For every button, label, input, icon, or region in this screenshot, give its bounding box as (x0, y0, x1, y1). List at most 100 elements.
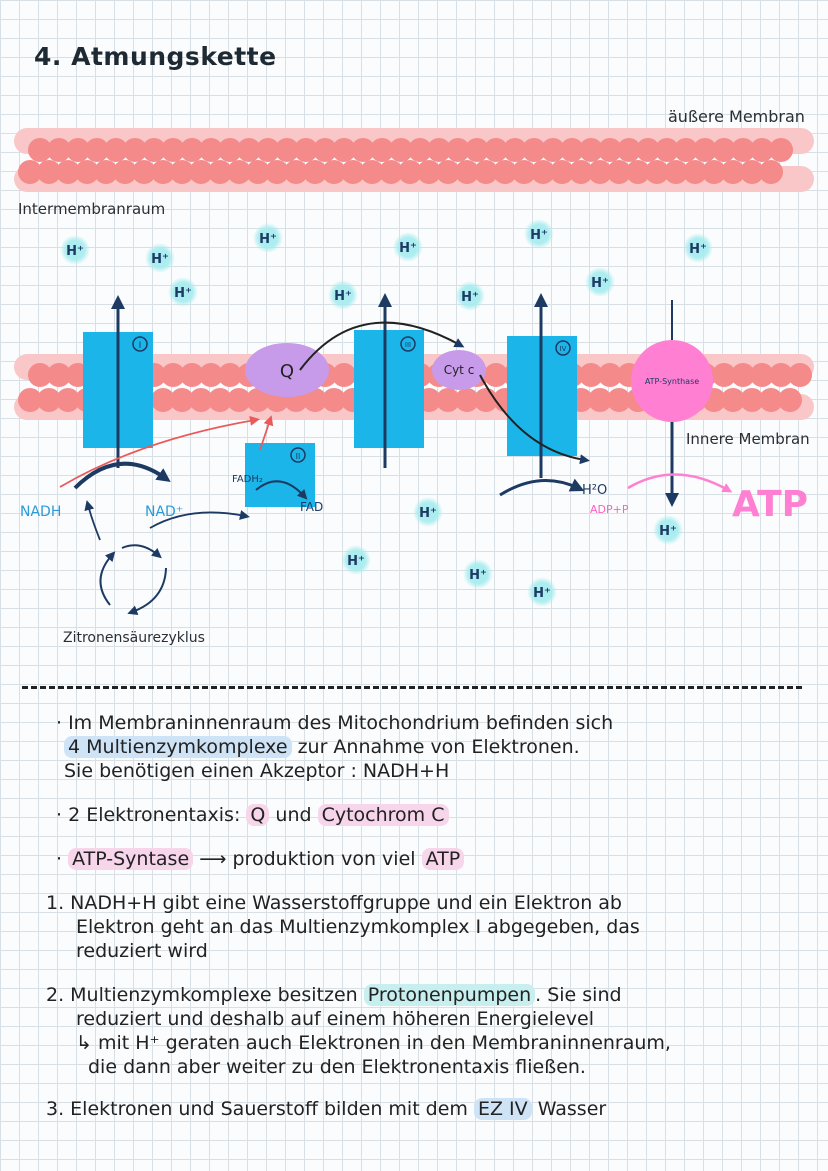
lipid-head (455, 160, 479, 184)
lipid-head (18, 388, 42, 412)
lipid-head (56, 388, 80, 412)
svg-text:H⁺: H⁺ (174, 286, 192, 301)
proton-h-plus: H⁺ (653, 515, 683, 545)
lipid-head (750, 363, 774, 387)
svg-text:H⁺: H⁺ (419, 506, 437, 521)
svg-text:II: II (296, 452, 301, 461)
lipid-head (28, 138, 52, 162)
step-2c: ↳ mit H⁺ geraten auch Elektronen in den … (76, 1032, 671, 1054)
q-to-cytc-arrow (299, 321, 465, 371)
svg-text:Q: Q (280, 361, 294, 382)
complex-2: II FADH₂ FAD (232, 443, 323, 514)
lipid-head (303, 160, 327, 184)
lipid-head (123, 138, 147, 162)
highlight-q: Q (246, 804, 270, 826)
lipid-head (246, 160, 270, 184)
lipid-head (180, 138, 204, 162)
lipid-head (104, 138, 128, 162)
lipid-head (398, 160, 422, 184)
lipid-head (66, 138, 90, 162)
lipid-head (588, 160, 612, 184)
lipid-head (607, 388, 631, 412)
intermembrane-label: Intermembranraum (18, 200, 165, 218)
lipid-head (199, 138, 223, 162)
lipid-head (303, 388, 327, 412)
adp-p-label: ADP+P (590, 503, 629, 516)
svg-text:ATP-Synthase: ATP-Synthase (645, 377, 699, 386)
lipid-head (47, 138, 71, 162)
outer-membrane (14, 128, 814, 192)
proton-h-plus: H⁺ (341, 545, 371, 575)
lipid-head (759, 388, 783, 412)
lipid-head (493, 160, 517, 184)
inner-membrane-label: Innere Membran (686, 430, 810, 448)
lipid-head (702, 160, 726, 184)
lipid-head (389, 138, 413, 162)
lipid-head (227, 160, 251, 184)
lipid-head (218, 363, 242, 387)
lipid-head (598, 138, 622, 162)
lipid-head (721, 388, 745, 412)
step-2b: reduziert und deshalb auf einem höheren … (76, 1008, 594, 1030)
note-line-1a: · Im Membraninnenraum des Mitochondrium … (56, 712, 614, 734)
lipid-head (731, 138, 755, 162)
lipid-head (256, 138, 280, 162)
lipid-head (28, 363, 52, 387)
lipid-head (503, 138, 527, 162)
lipid-head (636, 138, 660, 162)
highlight-protonenpumpen: Protonenpumpen (363, 984, 536, 1006)
proton-h-plus: H⁺ (328, 280, 358, 310)
lipid-head (674, 138, 698, 162)
lipid-head (379, 160, 403, 184)
highlight-cytochrome: Cytochrom C (317, 804, 449, 826)
svg-text:H⁺: H⁺ (334, 289, 352, 304)
lipid-head (37, 160, 61, 184)
lipid-head (474, 160, 498, 184)
lipid-head (512, 160, 536, 184)
lipid-head (465, 138, 489, 162)
lipid-head (199, 363, 223, 387)
proton-h-plus: H⁺ (524, 219, 554, 249)
lipid-head (436, 388, 460, 412)
lipid-head (294, 138, 318, 162)
step-1c: reduziert wird (76, 940, 208, 962)
lipid-head (113, 160, 137, 184)
lipid-head (645, 160, 669, 184)
lipid-head (132, 160, 156, 184)
lipid-head (37, 388, 61, 412)
highlight-atp: ATP (421, 848, 465, 870)
svg-text:IV: IV (560, 345, 567, 353)
step-1a: 1. NADH+H gibt eine Wasserstoffgruppe un… (46, 892, 622, 914)
fadh2-label: FADH₂ (232, 474, 263, 485)
lipid-head (189, 388, 213, 412)
step-1b: Elektron geht an das Multienzymkomplex I… (76, 916, 640, 938)
note-line-1c: Sie benötigen einen Akzeptor : NADH+H (64, 760, 450, 782)
lipid-head (189, 160, 213, 184)
proton-h-plus: H⁺ (60, 235, 90, 265)
lipid-head (322, 160, 346, 184)
lipid-head (693, 138, 717, 162)
atp-label: ATP (732, 484, 808, 525)
lipid-head (769, 363, 793, 387)
note-line-2: · 2 Elektronentaxis: Q und Cytochrom C (56, 804, 449, 826)
fadh2-red-arrow (259, 415, 274, 451)
lipid-head (313, 138, 337, 162)
lipid-head (778, 388, 802, 412)
lipid-head (664, 160, 688, 184)
lipid-head (284, 160, 308, 184)
lipid-head (351, 138, 375, 162)
lipid-head (788, 363, 812, 387)
lipid-head (208, 160, 232, 184)
lipid-head (408, 138, 432, 162)
lipid-head (322, 388, 346, 412)
lipid-head (360, 160, 384, 184)
electron-transport-chain-diagram: I II FADH₂ FAD Q III Cyt c IV ATP-Syntha… (14, 107, 814, 646)
lipid-head (170, 388, 194, 412)
lipid-head (161, 363, 185, 387)
proton-h-plus: H⁺ (145, 243, 175, 273)
lipid-head (180, 363, 204, 387)
lipid-head (759, 160, 783, 184)
lipid-head (85, 138, 109, 162)
citric-cycle-label: Zitronensäurezyklus (63, 630, 205, 646)
svg-text:H⁺: H⁺ (533, 586, 551, 601)
